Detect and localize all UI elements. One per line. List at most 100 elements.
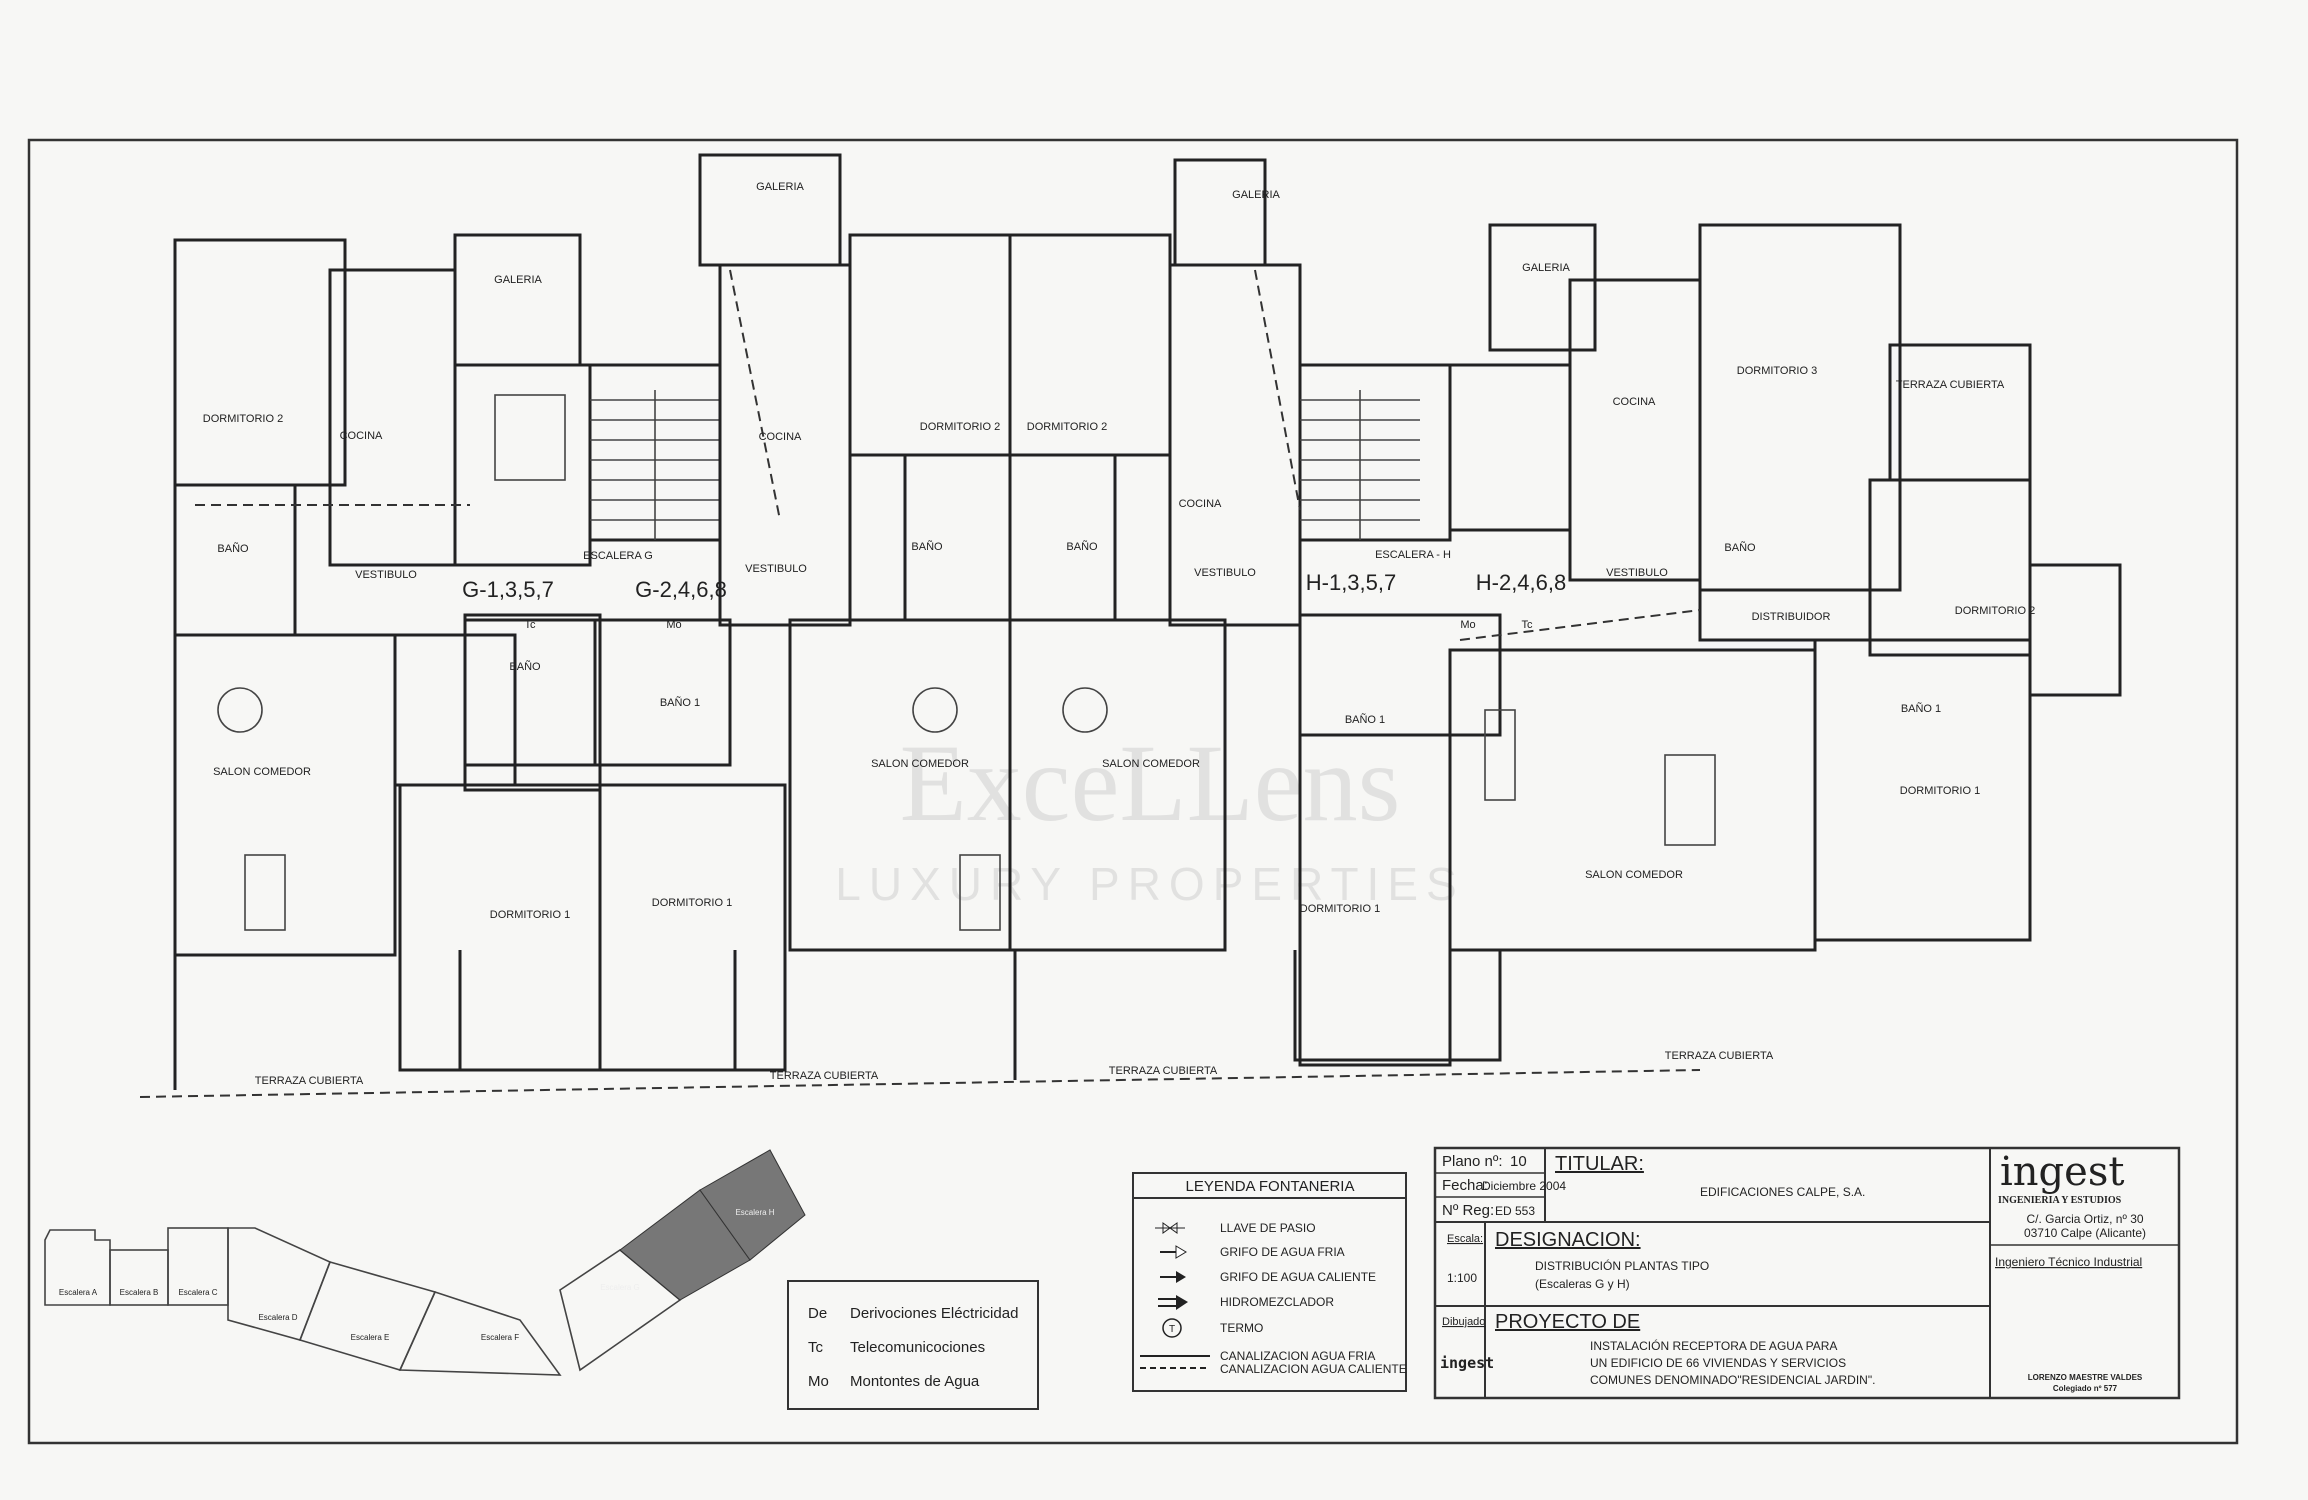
watermark-brand-label: ExceLLens xyxy=(900,722,1401,844)
abbrev-1-text-label: Telecomunicociones xyxy=(850,1339,985,1356)
title_block-plano_label-label: Plano nº: xyxy=(1442,1153,1503,1170)
rooms-escalera_g-label: ESCALERA G xyxy=(583,550,653,562)
legend-items-2-label: GRIFO DE AGUA CALIENTE xyxy=(1220,1270,1376,1284)
abbrev-0-text-label: Derivociones Eléctricidad xyxy=(850,1305,1018,1322)
title_block-dibujado_label-label: Dibujado xyxy=(1442,1316,1485,1328)
valve-icon xyxy=(1155,1222,1185,1234)
rooms-tc_h-label: Tc xyxy=(1522,619,1534,631)
watermark-sub-label: LUXURY PROPERTIES xyxy=(835,858,1464,910)
title_block-fecha_value-label: Diciembre 2004 xyxy=(1482,1179,1566,1193)
rooms-dorm3_d-label: DORMITORIO 3 xyxy=(1737,365,1817,377)
sheet-border xyxy=(27,138,2239,1445)
rooms-mo_h-label: Mo xyxy=(1460,619,1475,631)
rooms-galeria_d-label: GALERIA xyxy=(1522,262,1570,274)
legend-lines-1-label: CANALIZACION AGUA CALIENTE xyxy=(1220,1362,1407,1376)
rooms-dorm2_c-label: DORMITORIO 2 xyxy=(920,421,1000,433)
rooms-dorm1_c-label: DORMITORIO 1 xyxy=(1300,903,1380,915)
hot-tap-icon xyxy=(1160,1271,1186,1283)
rooms-terraza_3-label: TERRAZA CUBIERTA xyxy=(1109,1065,1218,1077)
watermark: ExceLLens LUXURY PROPERTIES xyxy=(835,722,1464,910)
mixer-tap-icon xyxy=(1158,1295,1188,1310)
rooms-mo_g-label: Mo xyxy=(666,619,681,631)
rooms-terraza_1-label: TERRAZA CUBIERTA xyxy=(255,1075,364,1087)
legend-lines-0-label: CANALIZACION AGUA FRIA xyxy=(1220,1349,1375,1363)
rooms-galeria_c-label: GALERIA xyxy=(1232,189,1280,201)
title_block-colegiado-label: Colegiado nº 577 xyxy=(2053,1384,2118,1393)
title_block-logo_sub-label: INGENIERIA Y ESTUDIOS xyxy=(1998,1195,2122,1206)
rooms-terraza_d-label: TERRAZA CUBIERTA xyxy=(1896,379,2005,391)
rooms-cocina_b-label: COCINA xyxy=(759,431,802,443)
rooms-bano1_d-label: BAÑO 1 xyxy=(1901,702,1941,715)
rooms-vest_c-label: VESTIBULO xyxy=(1194,567,1256,579)
title_block-fecha_label-label: Fecha: xyxy=(1442,1177,1488,1194)
legend-items-1-label: GRIFO DE AGUA FRIA xyxy=(1220,1245,1345,1259)
key_plan-1-label: Escalera B xyxy=(120,1288,159,1297)
legend-items-3-label: HIDROMEZCLADOR xyxy=(1220,1295,1334,1309)
abbrev-2-code-label: Mo xyxy=(808,1373,829,1390)
rooms-terraza_4-label: TERRAZA CUBIERTA xyxy=(1665,1050,1774,1062)
rooms-cocina_c-label: COCINA xyxy=(1179,498,1222,510)
rooms-cocina_a-label: COCINA xyxy=(340,430,383,442)
title_block-escala_value-label: 1:100 xyxy=(1447,1271,1477,1285)
rooms-dorm2_e-label: DORMITORIO 2 xyxy=(1955,605,2035,617)
title_block-reg_value-label: ED 553 xyxy=(1495,1204,1535,1218)
rooms-cocina_d-label: COCINA xyxy=(1613,396,1656,408)
rooms-vest_d-label: VESTIBULO xyxy=(1606,567,1668,579)
cold-tap-icon xyxy=(1160,1245,1187,1259)
title_block-titular_value-label: EDIFICACIONES CALPE, S.A. xyxy=(1700,1185,1865,1199)
rooms-terraza_2-label: TERRAZA CUBIERTA xyxy=(770,1070,879,1082)
water-heater-icon: T xyxy=(1162,1318,1182,1338)
rooms-salon_d-label: SALON COMEDOR xyxy=(1102,758,1200,770)
rooms-bano1_b-label: BAÑO 1 xyxy=(660,696,700,709)
abbreviations-box: De Derivociones Eléctricidad Tc Telecomu… xyxy=(787,1280,1039,1410)
key_plan-7-label: Escalera H xyxy=(735,1208,774,1217)
title_block-proyecto_1-label: INSTALACIÓN RECEPTORA DE AGUA PARA xyxy=(1590,1338,1837,1353)
rooms-bano_a-label: BAÑO xyxy=(217,542,249,555)
title_block-titular_label-label: TITULAR: xyxy=(1555,1153,1644,1175)
key_plan-5-label: Escalera F xyxy=(481,1333,519,1342)
legend-termo_symbol-label: T xyxy=(1169,1324,1175,1335)
rooms-dorm2_d-label: DORMITORIO 2 xyxy=(1027,421,1107,433)
rooms-tc_g-label: Tc xyxy=(525,619,537,631)
legend-title-label: LEYENDA FONTANERIA xyxy=(1186,1178,1355,1195)
title_block-dibujado_logo-label: ingest xyxy=(1440,1354,1494,1372)
rooms-g_odd-label: G-1,3,5,7 xyxy=(462,577,554,602)
rooms-bano_d-label: BAÑO xyxy=(1066,540,1098,553)
rooms-salon_e-label: SALON COMEDOR xyxy=(1585,869,1683,881)
rooms-bano_c-label: BAÑO xyxy=(911,540,943,553)
rooms-escalera_h-label: ESCALERA - H xyxy=(1375,549,1451,561)
rooms-dorm1_d-label: DORMITORIO 1 xyxy=(1900,785,1980,797)
rooms-galeria_a-label: GALERIA xyxy=(494,274,542,286)
rooms-bano_e-label: BAÑO xyxy=(1724,541,1756,554)
rooms-h_even-label: H-2,4,6,8 xyxy=(1476,570,1567,595)
key_plan-3-label: Escalera D xyxy=(258,1313,297,1322)
key_plan-0-label: Escalera A xyxy=(59,1288,98,1297)
rooms-vest_b-label: VESTIBULO xyxy=(745,563,807,575)
floor-plan xyxy=(139,153,2122,1098)
rooms-dorm1_b-label: DORMITORIO 1 xyxy=(652,897,732,909)
key_plan-6-label: Escalera G xyxy=(600,1283,640,1292)
title_block-engineer-label: LORENZO MAESTRE VALDES xyxy=(2028,1373,2143,1382)
title-block: Plano nº: 10 Fecha: Diciembre 2004 Nº Re… xyxy=(1433,1146,2181,1400)
ingest-logo: ingest xyxy=(2000,1149,2124,1195)
legend-items-4-label: TERMO xyxy=(1220,1321,1263,1335)
abbrev-2-text-label: Montontes de Agua xyxy=(850,1373,980,1390)
rooms-vest_a-label: VESTIBULO xyxy=(355,569,417,581)
rooms-bano1_c-label: BAÑO 1 xyxy=(1345,713,1385,726)
title_block-escala_label-label: Escala: xyxy=(1447,1233,1483,1245)
title_block-address_2-label: 03710 Calpe (Alicante) xyxy=(2024,1226,2146,1240)
rooms-dorm1_a-label: DORMITORIO 1 xyxy=(490,909,570,921)
key_plan-2-label: Escalera C xyxy=(178,1288,217,1297)
rooms-galeria_b-label: GALERIA xyxy=(756,181,804,193)
rooms-distribuidor-label: DISTRIBUIDOR xyxy=(1752,611,1831,623)
rooms-salon_a-label: SALON COMEDOR xyxy=(213,766,311,778)
abbrev-0-code-label: De xyxy=(808,1305,827,1322)
rooms-g_even-label: G-2,4,6,8 xyxy=(635,577,727,602)
title_block-role-label: Ingeniero Técnico Industrial xyxy=(1995,1255,2142,1269)
rooms-dorm2_a-label: DORMITORIO 2 xyxy=(203,413,283,425)
title_block-proyecto_2-label: UN EDIFICIO DE 66 VIVIENDAS Y SERVICIOS xyxy=(1590,1356,1846,1370)
title_block-designacion_2-label: (Escaleras G y H) xyxy=(1535,1277,1630,1291)
legend-items-0-label: LLAVE DE PASIO xyxy=(1220,1221,1316,1235)
room-labels: DORMITORIO 2 GALERIA COCINA BAÑO VESTIBU… xyxy=(203,181,2035,1087)
